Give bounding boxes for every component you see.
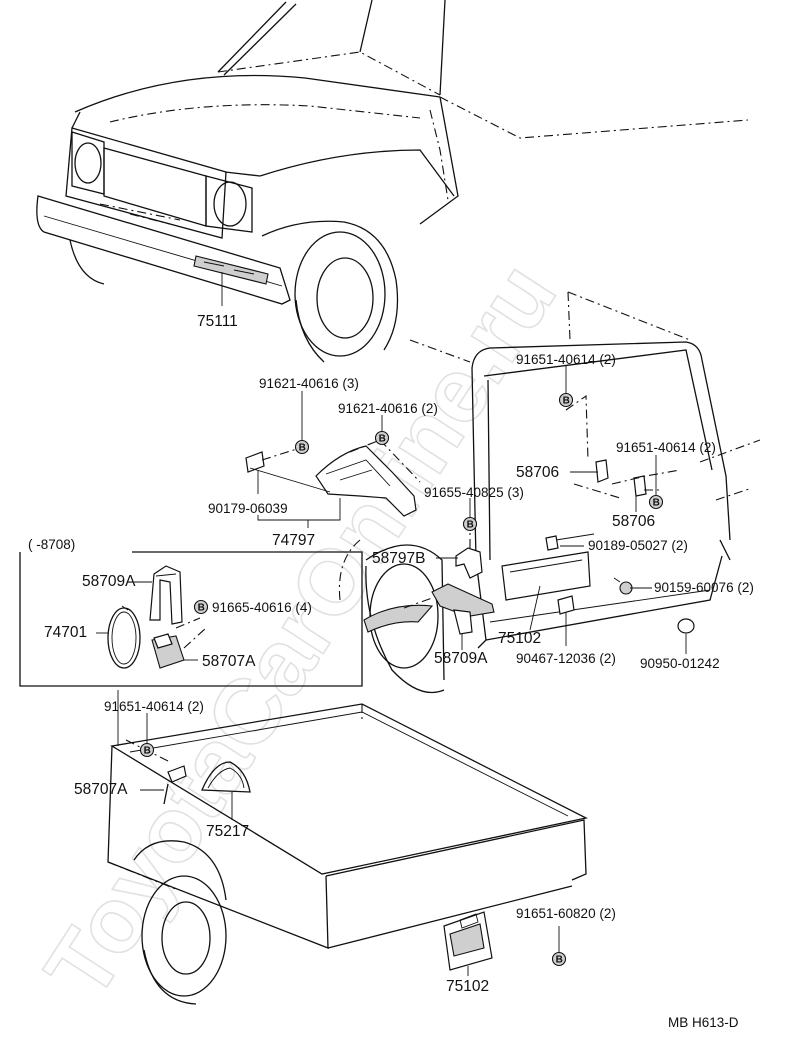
svg-text:B: B <box>467 520 474 531</box>
label-90467-12036: 90467-12036 (2) <box>516 651 616 666</box>
svg-text:B: B <box>653 498 660 509</box>
label-90950-01242: 90950-01242 <box>640 656 720 671</box>
bolt-marker: B <box>558 392 574 408</box>
label-58709a-tailgate: 58709A <box>434 650 488 667</box>
bolt-marker: B <box>462 516 478 532</box>
label-91651-40614-bed: 91651-40614 (2) <box>104 699 204 714</box>
label-91621-40616-3: 91621-40616 (3) <box>259 376 359 391</box>
bracket-74797-shape <box>245 439 421 517</box>
drawing-code: MB H613-D <box>668 1015 739 1030</box>
label-91655-40825: 91655-40825 (3) <box>424 485 524 500</box>
leader-lines <box>96 272 687 976</box>
bolt-marker: B <box>551 951 567 967</box>
bolt-marker: B <box>139 742 155 758</box>
bolt-marker: B <box>294 439 310 455</box>
label-58797b: 58797B <box>372 550 425 567</box>
label-75111: 75111 <box>197 313 238 330</box>
label-58706-left: 58706 <box>516 464 559 481</box>
bolt-marker: B <box>648 494 664 510</box>
bolt-symbols: B B B B B B B B <box>139 392 664 967</box>
callout-labels: 75111 91621-40616 (3) 91621-40616 (2) 90… <box>28 313 754 1030</box>
label-90179-06039: 90179-06039 <box>208 501 288 516</box>
label-inset-serial: ( -8708) <box>28 537 75 552</box>
svg-text:B: B <box>144 746 151 757</box>
label-75217: 75217 <box>206 823 249 840</box>
bolt-marker: B <box>193 599 209 615</box>
svg-text:B: B <box>299 443 306 454</box>
tailgate-hardware <box>403 394 695 635</box>
label-91665-40616: 91665-40616 (4) <box>212 600 312 615</box>
label-91651-60820: 91651-60820 (2) <box>516 906 616 921</box>
label-75102-tailgate: 75102 <box>498 630 541 647</box>
label-58707a-inset: 58707A <box>202 653 256 670</box>
inset-panel <box>19 551 363 687</box>
label-91651-40614-top: 91651-40614 (2) <box>516 352 616 367</box>
pickup-bed-illustration <box>107 703 588 1005</box>
label-58706-right: 58706 <box>612 513 655 530</box>
label-90189-05027: 90189-05027 (2) <box>588 538 688 553</box>
bolt-marker: B <box>374 430 390 446</box>
label-91651-40614-right: 91651-40614 (2) <box>616 440 716 455</box>
label-90159-60076: 90159-60076 (2) <box>654 580 754 595</box>
svg-text:B: B <box>556 955 563 966</box>
label-58709a-inset: 58709A <box>82 573 136 590</box>
svg-text:B: B <box>198 603 205 614</box>
label-74701: 74701 <box>44 624 87 641</box>
front-vehicle-illustration <box>36 0 749 363</box>
label-91621-40616-2: 91621-40616 (2) <box>338 401 438 416</box>
label-74797: 74797 <box>272 532 315 549</box>
label-58707a-bed: 58707A <box>74 781 128 798</box>
svg-text:B: B <box>379 434 386 445</box>
svg-text:B: B <box>563 396 570 407</box>
truck-rear-illustration <box>338 291 761 694</box>
label-75102-side: 75102 <box>446 978 489 995</box>
